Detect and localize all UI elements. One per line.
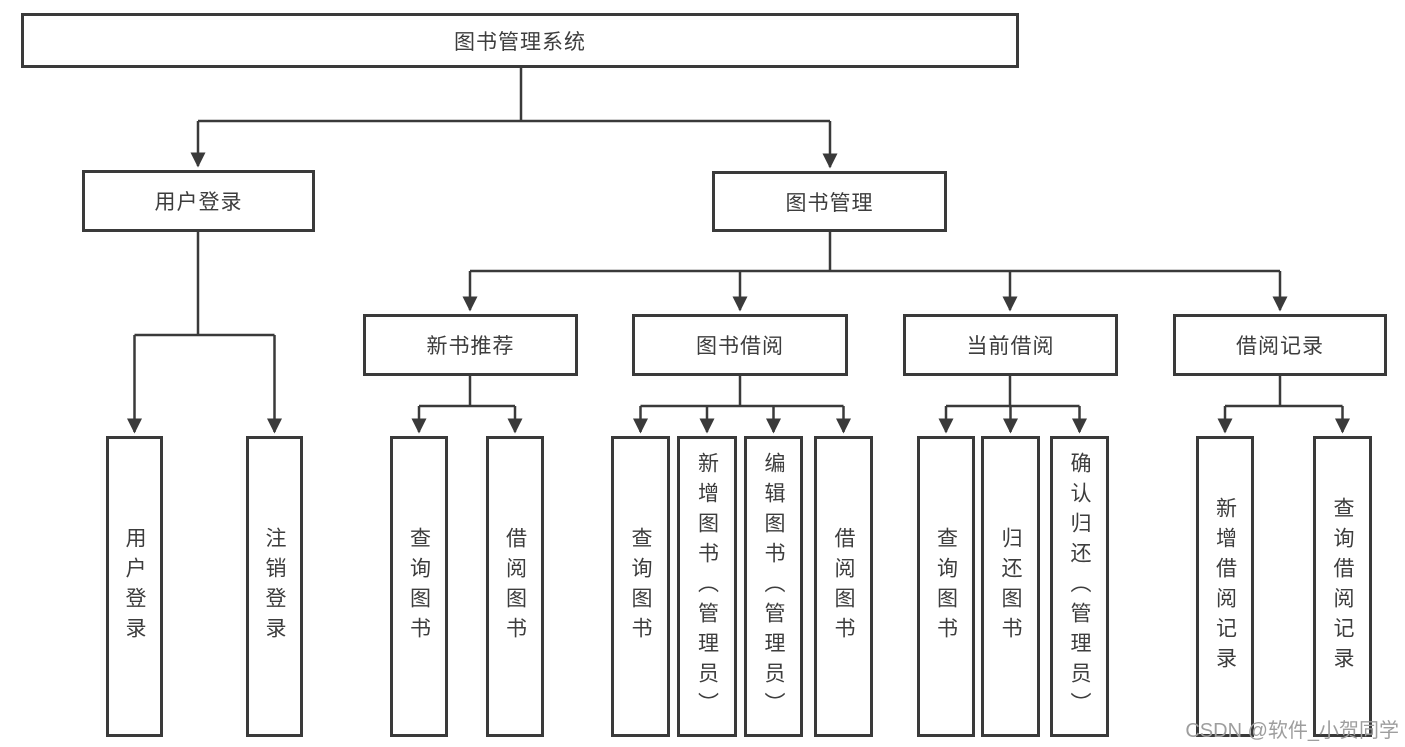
leaf-logout: 注销登录 — [246, 436, 303, 737]
connector-records-trunk — [1225, 376, 1343, 408]
leaf-label: 查询借阅记录 — [1331, 496, 1354, 677]
leaf-label: 用户登录 — [123, 526, 146, 647]
leaf-query-borrow-record: 查询借阅记录 — [1313, 436, 1372, 737]
leaf-label: 借阅图书 — [503, 526, 527, 647]
connector-userlogin-trunk — [134, 232, 275, 337]
leaf-label: 新增图书（管理员） — [695, 451, 719, 722]
leaf-label: 查询图书 — [407, 526, 431, 647]
leaf-query-books-borrow: 查询图书 — [611, 436, 670, 737]
leaf-label: 查询图书 — [934, 526, 958, 647]
node-current-borrow: 当前借阅 — [903, 314, 1118, 376]
connector-newbook-trunk — [419, 376, 515, 408]
leaf-borrow-books-recommend: 借阅图书 — [486, 436, 544, 737]
leaf-label: 确认归还（管理员） — [1068, 451, 1091, 722]
csdn-watermark: CSDN @软件_小贺同学 — [1185, 720, 1399, 742]
leaf-user-login: 用户登录 — [106, 436, 163, 737]
connector-borrow-trunk — [640, 376, 844, 408]
leaf-label: 新增借阅记录 — [1213, 496, 1237, 677]
leaf-return-books: 归还图书 — [981, 436, 1040, 737]
node-book-borrow: 图书借阅 — [632, 314, 848, 376]
leaf-label: 注销登录 — [263, 526, 286, 647]
leaf-add-books-admin: 新增图书（管理员） — [677, 436, 737, 737]
node-library-system-root: 图书管理系统 — [21, 13, 1019, 68]
node-user-login: 用户登录 — [82, 170, 315, 232]
connector-bookmgmt-trunk — [470, 232, 1280, 273]
node-new-book-recommend: 新书推荐 — [363, 314, 578, 376]
leaf-query-books-recommend: 查询图书 — [390, 436, 448, 737]
leaf-query-books-current: 查询图书 — [917, 436, 975, 737]
leaf-confirm-return-admin: 确认归还（管理员） — [1050, 436, 1109, 737]
leaf-label: 借阅图书 — [832, 526, 855, 647]
connector-current-trunk — [946, 376, 1080, 408]
leaf-label: 查询图书 — [629, 526, 652, 647]
leaf-borrow-books: 借阅图书 — [814, 436, 873, 737]
leaf-label: 归还图书 — [999, 526, 1022, 647]
leaf-label: 编辑图书（管理员） — [762, 451, 785, 722]
node-book-management: 图书管理 — [712, 171, 947, 232]
connector-root-trunk — [198, 68, 830, 123]
node-borrow-records: 借阅记录 — [1173, 314, 1387, 376]
leaf-add-borrow-record: 新增借阅记录 — [1196, 436, 1254, 737]
leaf-edit-books-admin: 编辑图书（管理员） — [744, 436, 803, 737]
